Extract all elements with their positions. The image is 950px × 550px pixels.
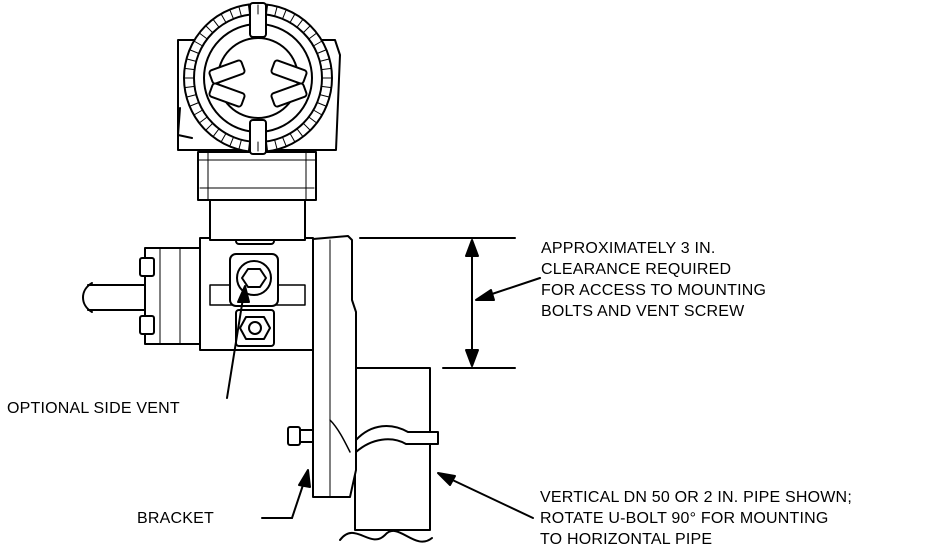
knurl-tick xyxy=(213,19,220,28)
knurl-tick xyxy=(308,33,317,40)
knurl-tick xyxy=(274,139,278,149)
clearance-dimension xyxy=(359,237,516,369)
knurl-tick xyxy=(316,49,326,54)
side-vent xyxy=(229,253,279,307)
knurl-tick xyxy=(289,14,295,24)
housing-neck xyxy=(197,151,317,241)
knurl-tick xyxy=(185,68,195,71)
knurl-tick xyxy=(316,102,326,107)
bracket-label: BRACKET xyxy=(137,510,214,527)
knurl-tick xyxy=(199,116,208,123)
knurl-tick xyxy=(187,94,197,98)
knurl-tick xyxy=(308,116,317,123)
knurl-tick xyxy=(302,122,311,131)
mounting-bracket xyxy=(312,235,357,498)
knurl-tick xyxy=(238,139,242,149)
pipe-note-line-1: VERTICAL DN 50 OR 2 IN. PIPE SHOWN; xyxy=(540,489,852,506)
knurl-tick xyxy=(199,33,208,40)
knurl-tick xyxy=(265,141,268,151)
knurl-tick xyxy=(296,128,303,137)
knurl-tick xyxy=(229,136,234,146)
cover-knurling xyxy=(184,4,332,152)
knurl-tick xyxy=(194,41,204,47)
process-flange xyxy=(139,247,208,345)
knurl-tick xyxy=(213,128,220,137)
knurl-tick xyxy=(282,10,287,20)
clearance-note-line-1: APPROXIMATELY 3 IN. xyxy=(541,240,716,257)
knurl-tick xyxy=(185,85,195,88)
side-vent-label: OPTIONAL SIDE VENT xyxy=(7,400,180,417)
electronics-housing xyxy=(177,2,341,155)
knurl-tick xyxy=(229,10,234,20)
clearance-note-line-4: BOLTS AND VENT SCREW xyxy=(541,303,745,320)
pipe-note-line-3: TO HORIZONTAL PIPE xyxy=(540,531,713,548)
knurl-tick xyxy=(312,41,322,47)
leader-lines xyxy=(226,277,541,519)
knurl-tick xyxy=(194,109,204,115)
clearance-note: APPROXIMATELY 3 IN. CLEARANCE REQUIRED F… xyxy=(541,238,766,322)
knurl-tick xyxy=(321,68,331,71)
knurl-tick xyxy=(190,49,200,54)
knurl-tick xyxy=(205,122,214,131)
knurl-tick xyxy=(221,14,227,24)
pipe-note: VERTICAL DN 50 OR 2 IN. PIPE SHOWN; ROTA… xyxy=(540,487,852,550)
knurl-tick xyxy=(302,25,311,34)
knurl-tick xyxy=(205,25,214,34)
knurl-tick xyxy=(274,7,278,17)
knurl-tick xyxy=(221,132,227,142)
pipe-note-line-2: ROTATE U-BOLT 90° FOR MOUNTING xyxy=(540,510,829,527)
knurl-tick xyxy=(282,136,287,146)
knurl-tick xyxy=(187,58,197,62)
knurl-tick xyxy=(321,85,331,88)
knurl-tick xyxy=(265,5,268,15)
knurl-tick xyxy=(319,58,329,62)
knurl-tick xyxy=(248,5,251,15)
knurl-tick xyxy=(248,141,251,151)
knurl-tick xyxy=(319,94,329,98)
knurl-tick xyxy=(312,109,322,115)
knurl-tick xyxy=(289,132,295,142)
clearance-note-line-3: FOR ACCESS TO MOUNTING xyxy=(541,282,767,299)
knurl-tick xyxy=(296,19,303,28)
knurl-tick xyxy=(190,102,200,107)
clearance-note-line-2: CLEARANCE REQUIRED xyxy=(541,261,732,278)
knurl-tick xyxy=(238,7,242,17)
